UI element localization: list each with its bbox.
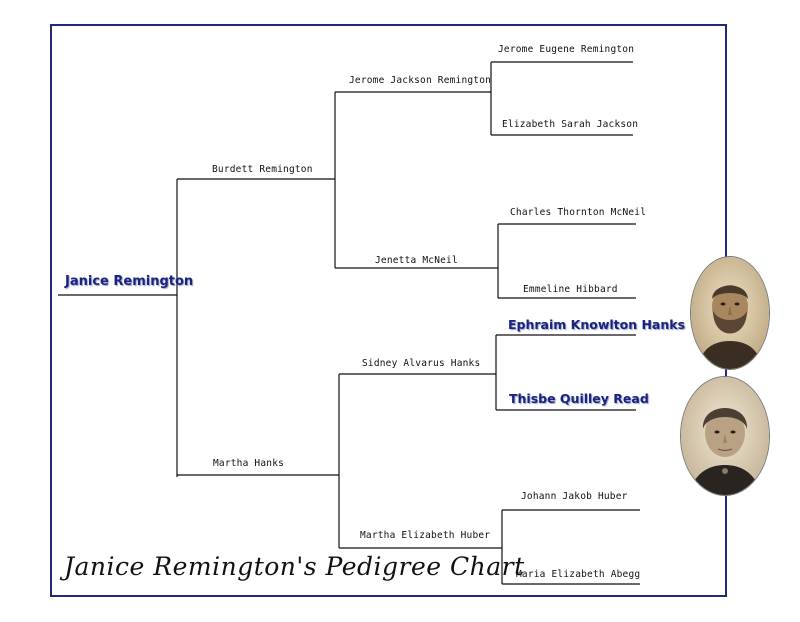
maternal-grandmother-name[interactable]: Martha Elizabeth Huber xyxy=(360,530,491,541)
chart-title: Janice Remington's Pedigree Chart xyxy=(64,552,525,581)
great-grandparent-name[interactable]: Charles Thornton McNeil xyxy=(510,207,647,218)
great-grandparent-name[interactable]: Emmeline Hibbard xyxy=(523,284,618,295)
great-grandparent-name[interactable]: Maria Elizabeth Abegg xyxy=(516,569,641,580)
paternal-grandfather-name[interactable]: Jerome Jackson Remington xyxy=(349,75,492,86)
portrait-photo-woman xyxy=(680,376,770,496)
root-person-name[interactable]: Janice Remington xyxy=(65,274,194,289)
maternal-grandfather-name[interactable]: Sidney Alvarus Hanks xyxy=(362,358,481,369)
great-grandparent-name[interactable]: Elizabeth Sarah Jackson xyxy=(502,119,639,130)
paternal-grandmother-name[interactable]: Jenetta McNeil xyxy=(375,255,458,266)
highlighted-great-grandfather-name[interactable]: Ephraim Knowlton Hanks xyxy=(508,317,686,332)
great-grandparent-name[interactable]: Johann Jakob Huber xyxy=(521,491,628,502)
highlighted-great-grandmother-name[interactable]: Thisbe Quilley Read xyxy=(509,391,649,406)
father-name[interactable]: Burdett Remington xyxy=(212,164,313,175)
chart-frame xyxy=(50,24,727,597)
great-grandparent-name[interactable]: Jerome Eugene Remington xyxy=(498,44,635,55)
mother-name[interactable]: Martha Hanks xyxy=(213,458,285,469)
portrait-photo-man xyxy=(690,256,770,370)
